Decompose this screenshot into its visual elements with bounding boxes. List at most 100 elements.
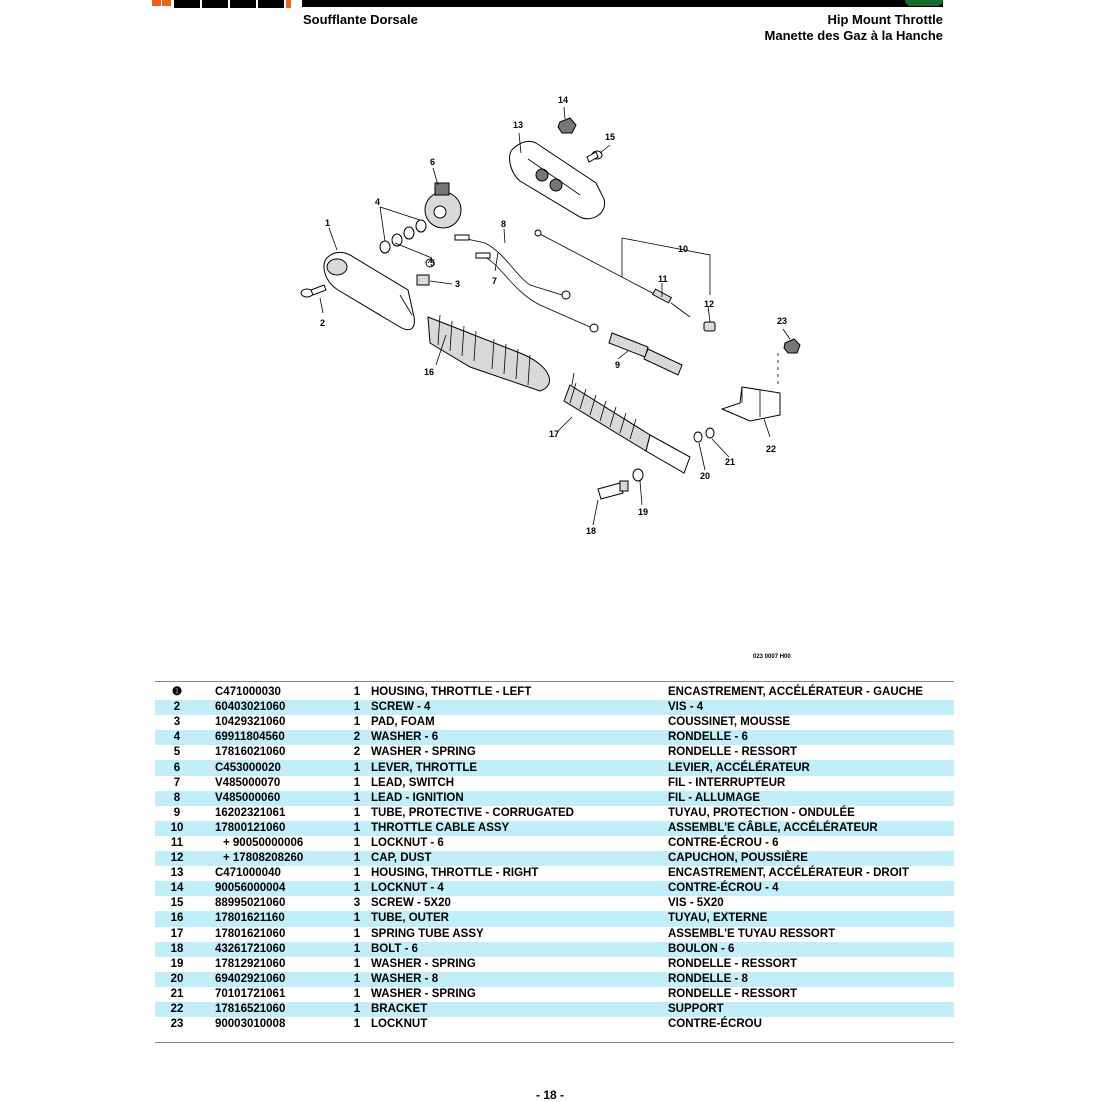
part-1-housing-left [323, 251, 415, 331]
part-17-spring-tube [563, 372, 691, 474]
description-french: RONDELLE - 8 [668, 971, 954, 987]
description-english: PAD, FOAM [371, 716, 435, 729]
description-french: RONDELLE - 6 [668, 730, 954, 746]
description-french: FIL - ALLUMAGE [668, 790, 954, 806]
part-4-5-washers [379, 219, 435, 268]
description-english: BRACKET [371, 1001, 668, 1018]
quantity: 1 [353, 836, 361, 849]
callout-18: 18 [586, 526, 596, 536]
callout-16: 16 [424, 367, 434, 377]
quantity: 1 [353, 867, 361, 880]
ref-number: 13 [170, 867, 184, 880]
description-french: COUSSINET, MOUSSE [668, 716, 791, 729]
description-english: LOCKNUT - 4 [371, 881, 668, 897]
ref-number: 6 [155, 760, 199, 776]
ref-number: 12 [155, 851, 199, 867]
ref-number: 18 [155, 941, 199, 957]
quantity: 1 [343, 1001, 371, 1018]
part-16-tube-outer [427, 314, 550, 392]
quantity: 1 [353, 776, 361, 789]
table-bottom-rule [155, 1042, 954, 1043]
part-number: 17801621160 [199, 911, 343, 927]
part-14-locknut [557, 117, 577, 134]
description-french: SUPPORT [668, 1001, 954, 1018]
ref-number: 7 [173, 776, 181, 789]
part-number: 17812921060 [215, 957, 286, 970]
callout-17: 17 [549, 429, 559, 439]
part-number: C471000040 [215, 867, 281, 880]
callout-21: 21 [725, 457, 735, 467]
callout-19: 19 [638, 507, 648, 517]
page-title-left: Soufflante Dorsale [303, 12, 418, 27]
ref-number: 4 [155, 730, 199, 746]
callout-6: 6 [430, 157, 435, 167]
callout-8: 8 [501, 219, 506, 229]
page-title-right: Hip Mount Throttle Manette des Gaz à la … [765, 12, 943, 44]
ref-number: 22 [155, 1001, 199, 1018]
description-english: HOUSING, THROTTLE - LEFT [371, 686, 532, 699]
description-english: BOLT - 6 [371, 941, 668, 957]
quantity: 1 [353, 806, 361, 819]
quantity: 1 [343, 881, 371, 897]
part-number: 16202321061 [215, 806, 286, 819]
part-9-protective-tube [608, 332, 683, 376]
callout-7: 7 [492, 276, 497, 286]
part-number: V485000060 [199, 790, 343, 806]
part-3-pad [416, 274, 430, 286]
part-number: 17801621060 [215, 927, 286, 940]
ref-number: 11 [170, 836, 184, 849]
quantity: 1 [353, 957, 361, 970]
part-number: C471000030 [215, 686, 281, 699]
quantity: 1 [343, 760, 371, 776]
leader-lines [319, 106, 791, 526]
description-english: WASHER - 8 [371, 971, 668, 987]
callout-22: 22 [766, 444, 776, 454]
part-number: 70101721061 [215, 987, 286, 1000]
callout-3: 3 [455, 279, 460, 289]
description-french: CAPUCHON, POUSSIÈRE [668, 851, 954, 867]
quantity: 1 [353, 987, 361, 1000]
description-french: RONDELLE - RESSORT [668, 746, 798, 759]
callout-9: 9 [615, 360, 620, 370]
part-23-locknut [783, 338, 801, 354]
quantity: 1 [343, 700, 371, 716]
ref-number: 17 [170, 927, 184, 940]
callout-1: 1 [325, 218, 330, 228]
part-13-housing-right [509, 140, 606, 220]
part-number: 43261721060 [199, 941, 343, 957]
quantity: 1 [343, 851, 371, 867]
description-english: WASHER - SPRING [371, 987, 476, 1000]
description-english: WASHER - SPRING [371, 957, 476, 970]
quantity: 1 [343, 911, 371, 927]
description-english: LOCKNUT - 6 [371, 836, 444, 849]
description-french: RONDELLE - RESSORT [668, 957, 798, 970]
ref-number: 14 [155, 881, 199, 897]
ref-number: 15 [170, 897, 184, 910]
ref-number: 8 [155, 790, 199, 806]
description-english: LEVER, THROTTLE [371, 760, 668, 776]
title-english: Hip Mount Throttle [827, 12, 943, 27]
part-7-8-leads [454, 234, 599, 333]
description-english: LEAD, SWITCH [371, 776, 455, 789]
description-english: TUBE, PROTECTIVE - CORRUGATED [371, 806, 574, 819]
ref-number: ❶ [171, 686, 183, 699]
quantity: 2 [353, 746, 361, 759]
ref-number: 23 [170, 1018, 184, 1031]
brand-badge [905, 0, 943, 6]
description-english: TUBE, OUTER [371, 911, 668, 927]
description-french: CONTRE-ÉCROU - 4 [668, 881, 954, 897]
title-french: Manette des Gaz à la Hanche [764, 28, 943, 43]
callout-13: 13 [513, 120, 523, 130]
quantity: 1 [353, 927, 361, 940]
table-top-rule [155, 681, 954, 682]
callout-labels: 1 2 3 4 5 6 7 8 9 10 11 12 13 14 15 16 1… [320, 95, 787, 536]
